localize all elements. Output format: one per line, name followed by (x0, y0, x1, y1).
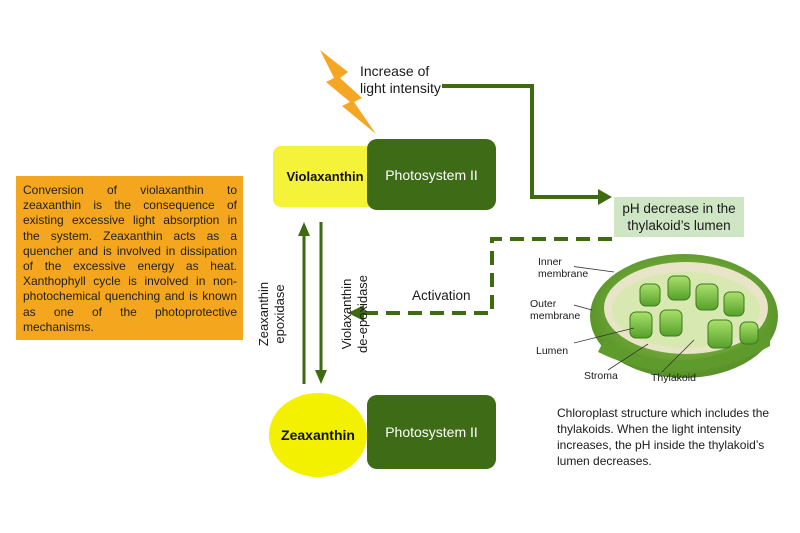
photosystem-top-box: Photosystem II (367, 139, 496, 210)
thylakoid-label: Thylakoid (651, 372, 696, 384)
light-intensity-line2: light intensity (360, 80, 441, 96)
ph-to-activation-arrow (362, 237, 612, 315)
lumen-label: Lumen (536, 345, 569, 357)
thylakoid-stacks (629, 275, 759, 349)
ph-decrease-line1: pH decrease in the (622, 201, 736, 216)
info-text-box: Conversion of violaxanthin to zeaxanthin… (16, 176, 243, 340)
light-to-ph-arrow (442, 84, 600, 199)
outer-membrane-label: Outer membrane (530, 298, 580, 322)
stroma-label: Stroma (584, 370, 618, 382)
ph-decrease-box: pH decrease in the thylakoid’s lumen (614, 197, 744, 237)
epoxidase-line1: Zeaxanthin (256, 281, 271, 347)
zeaxanthin-circle: Zeaxanthin (269, 393, 367, 477)
violaxanthin-label: Violaxanthin (286, 169, 364, 184)
chloroplast-illustration (574, 254, 778, 378)
photosystem-top-label: Photosystem II (385, 166, 478, 183)
inner-membrane-label: Inner membrane (538, 256, 588, 280)
photosystem-bottom-box: Photosystem II (367, 395, 496, 469)
outer-membrane-line2: membrane (530, 310, 581, 322)
violaxanthin-box: Violaxanthin (273, 146, 373, 207)
deepoxidase-arrowhead (315, 370, 327, 384)
zeaxanthin-label: Zeaxanthin (281, 427, 355, 443)
lightning-icon (320, 50, 376, 134)
info-text: Conversion of violaxanthin to zeaxanthin… (23, 183, 237, 334)
photosystem-bottom-label: Photosystem II (385, 424, 478, 440)
deepoxidase-label: Violaxanthin de-epoxidase (339, 254, 373, 374)
light-intensity-label: Increase of light intensity (360, 63, 480, 97)
chloroplast-caption: Chloroplast structure which includes the… (557, 406, 770, 468)
epoxidase-line2: epoxidase (272, 284, 287, 344)
epoxidase-arrowhead (298, 222, 310, 236)
inner-membrane-line2: membrane (538, 268, 589, 280)
epoxidase-label: Zeaxanthin epoxidase (256, 259, 290, 369)
inner-membrane-line1: Inner (538, 256, 562, 268)
activation-arrowhead (348, 305, 364, 321)
activation-label: Activation (412, 288, 471, 303)
outer-membrane-line1: Outer (530, 298, 557, 310)
deepoxidase-line2: de-epoxidase (355, 274, 370, 354)
light-intensity-line1: Increase of (360, 63, 430, 79)
light-to-ph-arrowhead (598, 189, 612, 205)
ph-decrease-line2: thylakoid’s lumen (627, 218, 731, 233)
deepoxidase-line1: Violaxanthin (339, 278, 354, 350)
